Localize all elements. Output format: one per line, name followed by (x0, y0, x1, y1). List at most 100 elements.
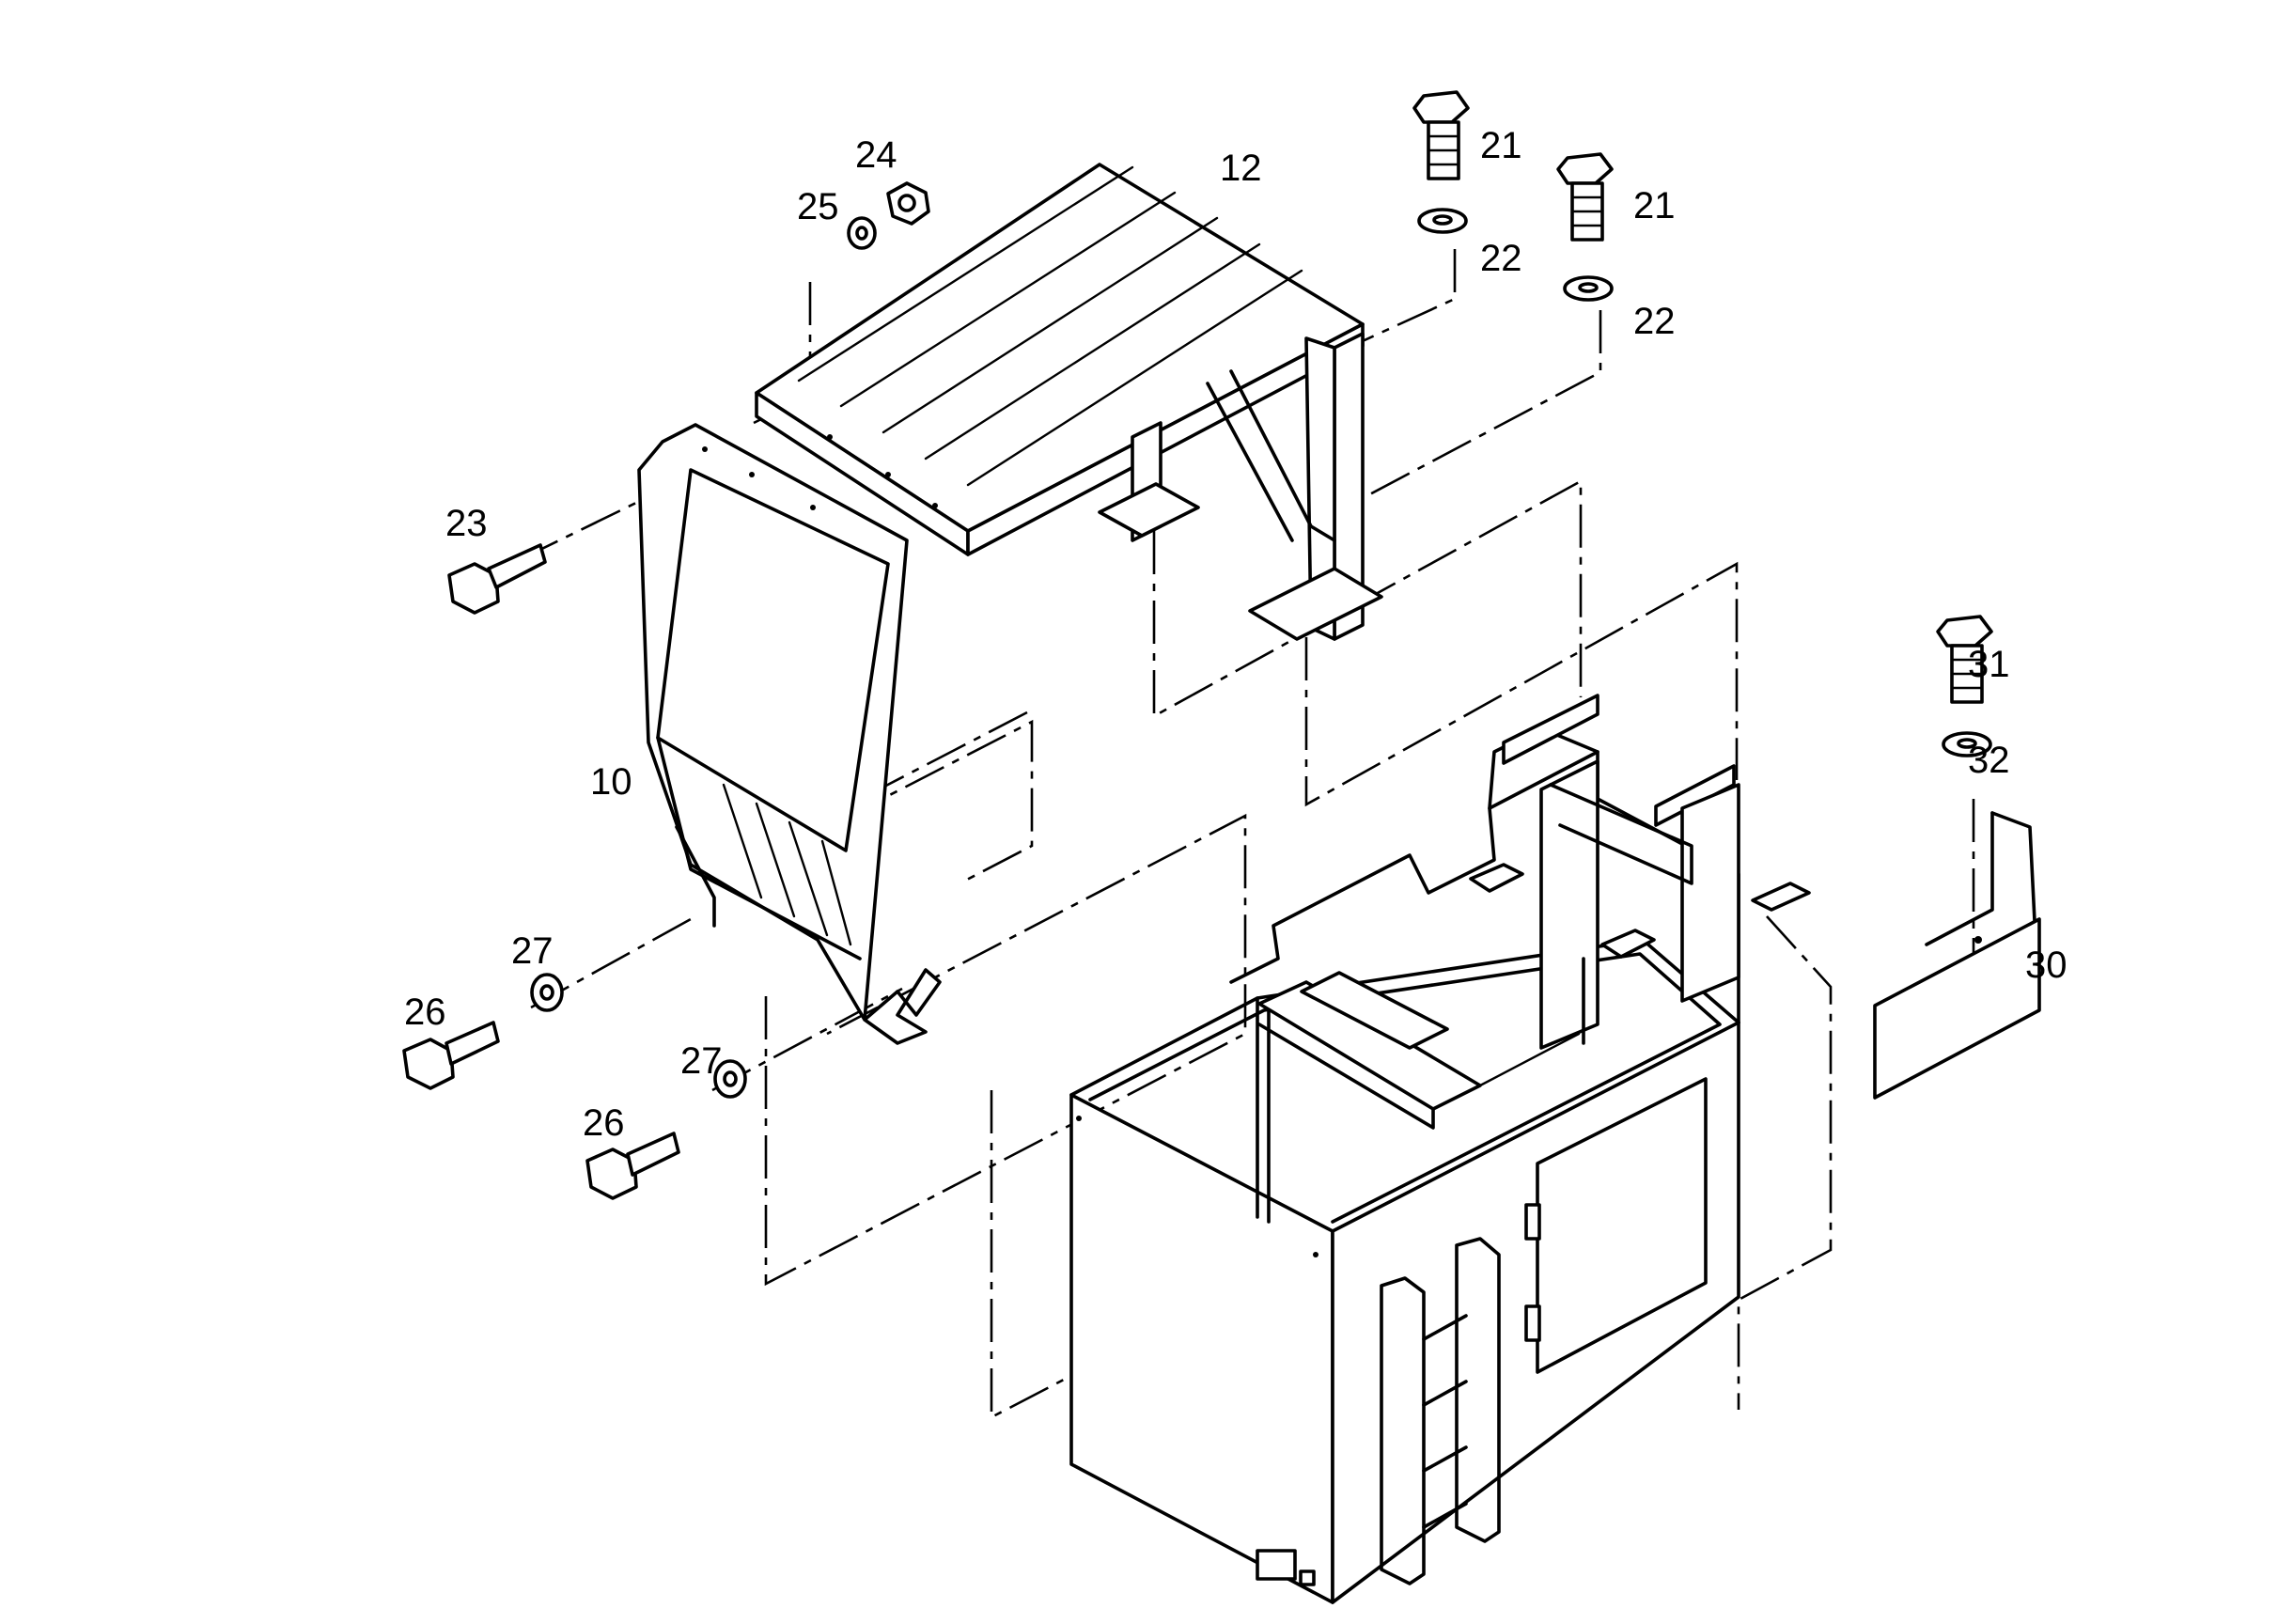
grating-bar-4 (924, 242, 1261, 461)
fastener-23 (447, 543, 547, 615)
ladder-rung-2 (1422, 1380, 1468, 1407)
callout-32: 32 (1968, 740, 2010, 781)
callout-labels: 12 21 22 21 22 24 25 23 10 31 32 30 27 2… (404, 125, 2067, 1144)
housing-inner-rim (1088, 952, 1722, 1224)
callout-30: 30 (2025, 945, 2067, 986)
housing-nameplate (1256, 1549, 1297, 1581)
leader-frame-right-foot (1304, 561, 1739, 807)
bracket-flange (1990, 811, 2036, 923)
bolt-head-icon (1556, 152, 1614, 185)
leader-bracket-30 (1737, 915, 1833, 1410)
door-hinge-lower (1524, 1304, 1541, 1342)
bolt-head-icon (447, 562, 500, 615)
callout-24: 24 (855, 134, 897, 176)
grating-foot-left (1098, 482, 1200, 538)
housing-cross-member-1 (1502, 694, 1599, 765)
fastener-32 (1942, 731, 1992, 757)
part-12-grating-frame (755, 163, 1383, 641)
grating-bar-3 (882, 216, 1219, 434)
fastener-26a (402, 1021, 500, 1090)
frame-bolt-hole (827, 434, 833, 440)
fastener-22a (1417, 208, 1468, 234)
leader-guard-lower (764, 813, 1247, 1287)
housing-post-2 (1680, 783, 1740, 1003)
housing-pad-1 (1469, 863, 1524, 893)
housing-pad-3 (1751, 882, 1811, 912)
housing-post-1 (1539, 759, 1599, 1050)
bolt-shank (445, 1021, 500, 1066)
grating-bar-1 (797, 165, 1134, 383)
callout-21a: 21 (1480, 125, 1522, 166)
bolt-shank (487, 543, 547, 589)
leader-guard-upper (877, 710, 1034, 883)
ladder-rung-3 (1422, 1445, 1468, 1473)
washer-hole (723, 1070, 738, 1087)
nut-hole (897, 194, 916, 212)
part-10-front-guard (637, 423, 942, 1045)
callout-12: 12 (1220, 148, 1262, 189)
housing-front-face (1069, 1093, 1334, 1604)
grating-brace-inner (1206, 382, 1294, 542)
housing-rail-plate (1300, 971, 1449, 1050)
housing-pad-2 (1600, 929, 1656, 959)
bracket-flange-inner (1925, 811, 1994, 946)
fastener-31 (1936, 615, 1993, 704)
guard-bolt-hole (702, 446, 708, 452)
callout-25: 25 (797, 186, 839, 227)
callout-23: 23 (445, 503, 488, 544)
callout-22b: 22 (1633, 301, 1676, 342)
washer-hole (1957, 738, 1977, 749)
housing-nameplate-tab (1299, 1569, 1316, 1586)
callout-31: 31 (1968, 644, 2010, 685)
grating-foot-right (1248, 567, 1383, 641)
guard-bolt-hole (810, 505, 816, 510)
frame-bolt-hole (932, 503, 938, 508)
guard-bolt-hole (749, 472, 755, 477)
guard-slat-1 (722, 783, 763, 899)
main-housing (1069, 694, 1811, 1604)
housing-center-rail-edge (1257, 1023, 1435, 1130)
bolt-shank (626, 1132, 680, 1177)
callout-27b: 27 (680, 1040, 723, 1082)
bolt-head-icon (585, 1148, 638, 1200)
ladder-rung-1 (1422, 1314, 1468, 1341)
washer-hole (1578, 282, 1599, 293)
bolt-head-icon (1936, 615, 1993, 648)
part-30-bracket (1873, 811, 2041, 1100)
housing-ladder (1380, 1237, 1501, 1585)
ladder-rail-left (1380, 1276, 1426, 1585)
callout-10: 10 (590, 761, 632, 803)
housing-cross-member-2 (1654, 764, 1736, 827)
fastener-27b (713, 1059, 747, 1099)
fastener-22b (1563, 275, 1614, 302)
housing-bolt-hole (1313, 1252, 1318, 1257)
washer-hole (539, 984, 554, 1001)
door-hinge-upper (1524, 1203, 1541, 1241)
fastener-24 (886, 181, 930, 226)
housing-access-door (1536, 1077, 1708, 1374)
grating-bar-2 (839, 191, 1177, 408)
leader-22b-to-frame (1362, 310, 1602, 500)
fastener-26b (585, 1132, 680, 1200)
assembly-leader-lines (518, 249, 1975, 1420)
grating-leg-right-inner (1304, 336, 1336, 641)
fastener-21a (1412, 90, 1470, 180)
fastener-21b (1556, 152, 1614, 242)
fastener-27a (530, 973, 564, 1012)
bracket-face (1873, 917, 2041, 1100)
guard-window-panel (656, 468, 890, 852)
washer-hole (1432, 214, 1453, 226)
fastener-25 (847, 216, 877, 250)
guard-slat-2 (755, 802, 796, 918)
guard-slat-4 (820, 839, 852, 946)
bracket-hole (1974, 936, 1982, 944)
frame-bolt-hole (885, 472, 891, 477)
callout-26b: 26 (583, 1102, 625, 1144)
guard-mount-left (675, 825, 716, 928)
leader-22a-to-frame (1343, 249, 1457, 351)
bolt-head-icon (402, 1038, 455, 1090)
grating-bar-5 (966, 269, 1303, 487)
housing-crossbeam (1549, 783, 1693, 885)
callout-21b: 21 (1633, 185, 1676, 226)
grating-brace (1229, 369, 1336, 542)
